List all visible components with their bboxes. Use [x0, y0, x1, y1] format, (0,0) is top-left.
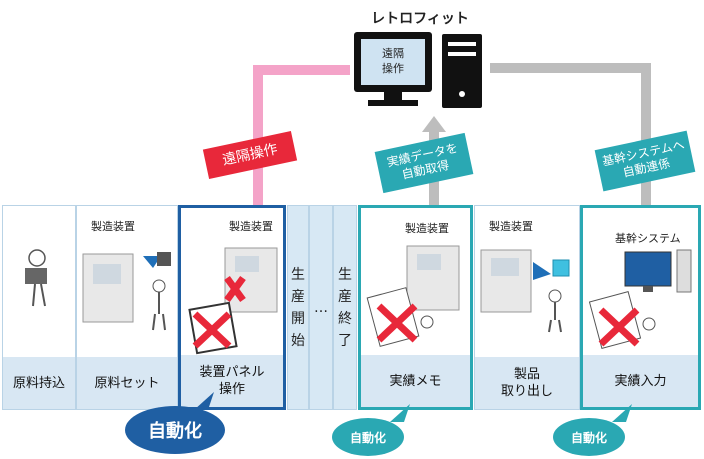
automation-badge-small-2: 自動化	[553, 418, 625, 456]
input-crossed-icon	[589, 249, 692, 349]
pc-screen-text: 遠隔 操作	[382, 47, 404, 75]
production-end-char: 産	[338, 288, 352, 305]
step-label-2: 原料セット	[77, 357, 177, 409]
production-start-char: 生	[291, 266, 305, 283]
memo-crossed-icon	[366, 245, 460, 347]
step-label-5: 製品 取り出し	[475, 357, 579, 409]
core-system-label: 基幹システム	[615, 232, 681, 245]
step-panel-6: 基幹システム 実績入力	[580, 205, 701, 410]
production-start-column: 生 産 開 始	[287, 205, 309, 410]
production-start-char: 始	[291, 332, 305, 349]
production-start-char: 開	[291, 310, 305, 327]
product-takeout-icon	[480, 249, 570, 333]
bubble-pointer	[194, 392, 214, 410]
production-start-char: 産	[291, 288, 305, 305]
manual-operation-crossed-icon	[188, 247, 278, 355]
step-label-6: 実績入力	[583, 355, 698, 407]
device-label-2: 製造装置	[229, 220, 273, 233]
device-label-1: 製造装置	[91, 220, 135, 233]
production-end-char: 生	[338, 266, 352, 283]
step-panel-2: 製造装置 原料セット	[76, 205, 178, 410]
step-panel-4: 製造装置 実績メモ	[358, 205, 473, 410]
step-label-1: 原料持込	[3, 357, 75, 409]
step-panel-5: 製造装置 製品 取り出し	[474, 205, 580, 410]
diagram-title: レトロフィット	[371, 11, 469, 27]
machine-icon	[82, 252, 171, 331]
production-end-column: 生 産 終 了	[333, 205, 357, 410]
ellipsis-text: …	[314, 299, 328, 316]
step-label-4: 実績メモ	[361, 355, 470, 407]
device-label-3: 製造装置	[405, 222, 449, 235]
bubble-pointer	[390, 404, 410, 422]
bubble-pointer	[612, 404, 632, 422]
computer-icon	[350, 30, 490, 112]
core-connector	[490, 63, 651, 210]
person-carrying-icon	[25, 249, 47, 307]
production-end-char: 終	[338, 310, 352, 327]
step-panel-1: 原料持込	[2, 205, 76, 410]
device-label-4: 製造装置	[489, 220, 533, 233]
automation-badge-large: 自動化	[125, 406, 225, 454]
production-end-char: 了	[338, 332, 352, 349]
step-panel-3: 製造装置 装置パネル 操作	[178, 205, 286, 410]
data-arrowhead	[422, 116, 446, 132]
ellipsis-column: …	[309, 205, 333, 410]
automation-badge-small-1: 自動化	[332, 418, 404, 456]
step-label-3: 装置パネル 操作	[181, 355, 283, 407]
